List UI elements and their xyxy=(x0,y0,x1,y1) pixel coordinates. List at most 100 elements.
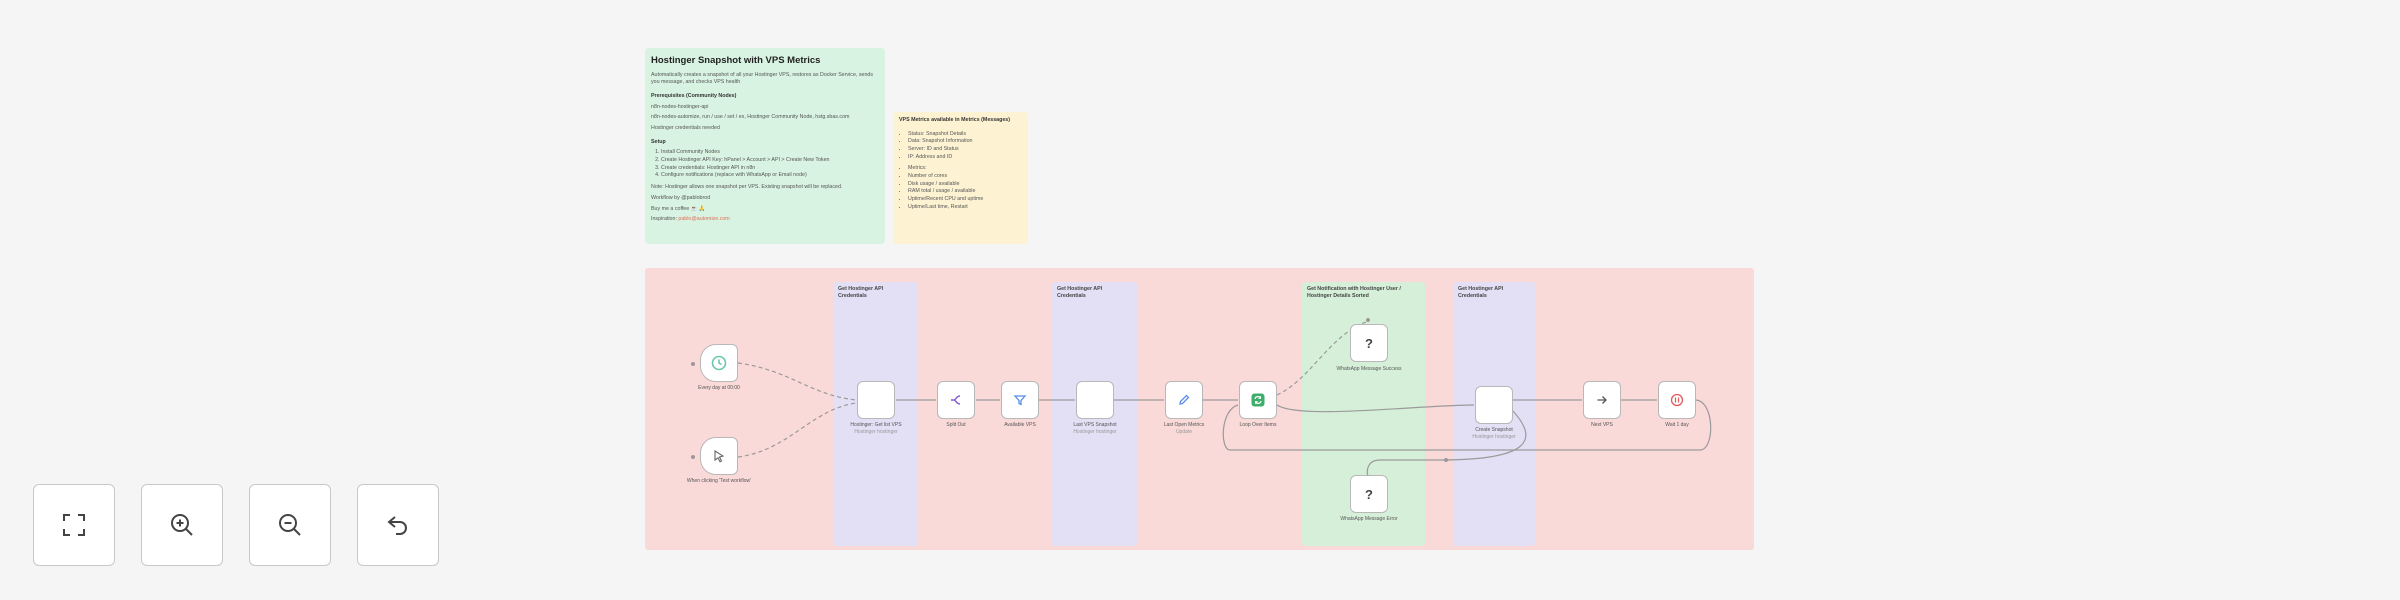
node-label-text: WhatsApp Message Success xyxy=(1336,366,1402,372)
node-last-metrics[interactable] xyxy=(1165,381,1203,419)
setup-item: Create Hostinger API Key: hPanel > Accou… xyxy=(661,157,879,165)
node-label-text: WhatsApp Message Error xyxy=(1340,516,1398,522)
setup-item: Install Community Nodes xyxy=(661,149,879,157)
filter-icon xyxy=(1013,395,1027,406)
prereq-line: n8n-nodes-automize, run / use / set / ex… xyxy=(651,114,850,121)
node-port xyxy=(691,455,695,459)
node-port xyxy=(691,362,695,366)
author-credit: Inspiration: pablo@automize.com xyxy=(651,216,879,224)
fit-view-button[interactable] xyxy=(33,484,115,566)
connection-dot xyxy=(1444,458,1448,462)
metrics-item: Metrics: xyxy=(908,165,1022,173)
sticky-note-text: Note: Hostinger allows one snapshot per … xyxy=(651,184,843,191)
sticky-intro: Automatically creates a snapshot of all … xyxy=(651,71,873,86)
node-label-text: Wait 1 day xyxy=(1665,422,1689,428)
metrics-item: IP: Address and ID xyxy=(908,154,1022,162)
node-split-out[interactable] xyxy=(937,381,975,419)
node-label-text: Create Snapshot xyxy=(1475,427,1513,433)
node-label-text: Last VPS Snapshot xyxy=(1073,422,1117,428)
metrics-item: RAM total / usage / available xyxy=(908,188,1022,196)
node-whatsapp-error[interactable]: ? xyxy=(1350,475,1388,513)
sticky-title: Hostinger Snapshot with VPS Metrics xyxy=(651,55,821,66)
node-sub-label: Hostinger hostinger xyxy=(1073,428,1117,435)
node-label: WhatsApp Message Success xyxy=(1334,366,1404,373)
undo-icon xyxy=(387,516,407,535)
metrics-item: Uptime/Recent CPU and uptime xyxy=(908,196,1022,204)
zoom-in-button[interactable] xyxy=(141,484,223,566)
setup-list: Install Community Nodes Create Hostinger… xyxy=(651,149,879,180)
node-wait[interactable] xyxy=(1658,381,1696,419)
setup-title: Setup xyxy=(651,138,666,145)
prereq-line: n8n-nodes-hostinger-api xyxy=(651,103,709,110)
setup-item: Configure notifications (replace with Wh… xyxy=(661,172,879,180)
prereq-line: Hostinger credentials needed xyxy=(651,125,720,132)
metrics-item: Disk usage / available xyxy=(908,181,1022,189)
connection-dot xyxy=(1366,318,1370,322)
zoom-in-icon xyxy=(171,514,193,536)
metrics-item: Number of cores xyxy=(908,173,1022,181)
connection-line xyxy=(1276,321,1367,396)
loop-icon xyxy=(1251,393,1265,407)
node-available-vps[interactable] xyxy=(1001,381,1039,419)
node-label: WhatsApp Message Error xyxy=(1334,516,1404,523)
node-loop-over-items[interactable] xyxy=(1239,381,1277,419)
node-label: When clicking 'Test workflow' xyxy=(684,478,754,485)
setup-item: Create credentials: Hostinger API in n8n xyxy=(661,165,879,173)
sticky-note-metrics[interactable]: VPS Metrics available in Metrics (Messag… xyxy=(893,112,1028,244)
fit-view-icon xyxy=(63,514,85,536)
node-label-text: When clicking 'Test workflow' xyxy=(686,478,752,484)
node-sub-label: Update xyxy=(1175,428,1193,435)
node-label: Hostinger: Get list VPS Hostinger hostin… xyxy=(841,422,911,436)
undo-button[interactable] xyxy=(357,484,439,566)
metrics-title: VPS Metrics available in Metrics (Messag… xyxy=(899,117,1010,123)
zoom-out-icon xyxy=(279,514,301,536)
sticky-note-main[interactable]: Hostinger Snapshot with VPS Metrics Auto… xyxy=(645,48,885,244)
node-label-text: Available VPS xyxy=(1004,422,1036,428)
author-line: Workflow by @pablobrod xyxy=(651,194,711,201)
zoom-out-button[interactable] xyxy=(249,484,331,566)
node-label: Create Snapshot Hostinger hostinger xyxy=(1459,427,1529,441)
node-manual-trigger[interactable] xyxy=(700,437,738,475)
metrics-item: Uptime/Last time, Restart xyxy=(908,204,1022,212)
node-label: Split Out xyxy=(921,422,991,429)
node-hostinger-get-vps[interactable] xyxy=(857,381,895,419)
node-label-text: Split Out xyxy=(946,422,966,428)
connection-line xyxy=(1276,404,1475,413)
node-create-snapshot[interactable] xyxy=(1475,386,1513,424)
node-label: Next VPS xyxy=(1567,422,1637,429)
pencil-icon xyxy=(1179,394,1190,405)
split-icon xyxy=(951,395,961,405)
node-label: Loop Over Items xyxy=(1223,422,1293,429)
question-icon: ? xyxy=(1365,486,1373,502)
author-line: Buy me a coffee ☕ 🙏 xyxy=(651,205,706,212)
prereq-title: Prerequisites (Community Nodes) xyxy=(651,93,737,100)
node-next-vps[interactable] xyxy=(1583,381,1621,419)
node-last-snapshot[interactable] xyxy=(1076,381,1114,419)
metrics-list: Status: Snapshot Details Data: Snapshot … xyxy=(899,131,1022,162)
node-label: Last Open Metrics Update xyxy=(1149,422,1219,436)
metrics-list: Metrics: Number of cores Disk usage / av… xyxy=(899,165,1022,211)
node-label: Last VPS Snapshot Hostinger hostinger xyxy=(1060,422,1130,436)
author-label: Inspiration: xyxy=(651,216,677,223)
connection-line xyxy=(737,402,857,458)
node-sub-label: Hostinger hostinger xyxy=(1472,433,1516,440)
node-label: Every day at 00:00 xyxy=(684,385,754,392)
metrics-item: Server: ID and Status xyxy=(908,146,1022,154)
node-label-text: Last Open Metrics xyxy=(1163,422,1205,428)
node-label-text: Next VPS xyxy=(1591,422,1613,428)
node-label: Wait 1 day xyxy=(1642,422,1712,429)
node-label-text: Hostinger: Get list VPS xyxy=(850,422,902,428)
question-icon: ? xyxy=(1365,335,1373,351)
node-every-day-trigger[interactable] xyxy=(700,344,738,382)
metrics-item: Data: Snapshot Information xyxy=(908,138,1022,146)
node-whatsapp-success[interactable]: ? xyxy=(1350,324,1388,362)
clock-icon xyxy=(711,355,727,371)
pause-icon xyxy=(1670,393,1684,407)
node-label: Available VPS xyxy=(985,422,1055,429)
node-label-text: Loop Over Items xyxy=(1239,422,1277,428)
author-link[interactable]: pablo@automize.com xyxy=(678,216,730,223)
connection-line xyxy=(737,362,857,401)
metrics-item: Status: Snapshot Details xyxy=(908,131,1022,139)
